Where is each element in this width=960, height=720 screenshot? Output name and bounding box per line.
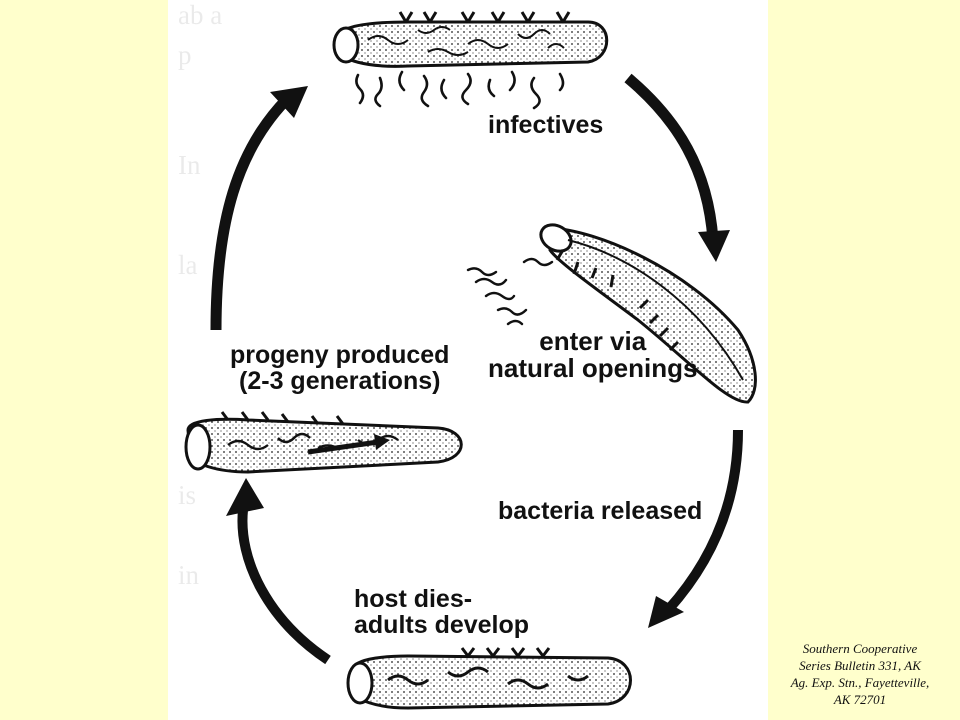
- left-larva: [184, 411, 463, 474]
- label-progeny-produced: progeny produced (2-3 generations): [230, 342, 449, 395]
- arrow-to-progeny: [226, 478, 331, 665]
- citation-line1: Southern Cooperative: [802, 641, 918, 656]
- label-host-line1: host dies-: [354, 585, 473, 613]
- citation-line2: Series Bulletin 331, AK: [799, 658, 921, 673]
- bleed-through-text: ab a: [178, 0, 223, 30]
- label-host-dies: host dies- adults develop: [354, 586, 529, 639]
- label-host-line2: adults develop: [354, 611, 530, 640]
- right-larva: [466, 223, 757, 404]
- bleed-through-text: In: [178, 150, 201, 180]
- label-enter-line2: natural openings: [488, 353, 698, 384]
- lifecycle-drawing: [184, 11, 757, 710]
- arrow-to-enter: [624, 73, 730, 262]
- bleed-through-text: p: [178, 40, 192, 70]
- label-enter-via-openings: enter via natural openings: [488, 326, 698, 384]
- bleed-through-text: in: [178, 560, 200, 590]
- source-citation: Southern Cooperative Series Bulletin 331…: [770, 640, 950, 708]
- label-enter-line1: enter via: [539, 326, 647, 356]
- citation-line4: AK 72701: [833, 692, 887, 707]
- arrow-to-infectives: [210, 86, 308, 331]
- citation-line3: Ag. Exp. Stn., Fayetteville,: [790, 675, 930, 690]
- bottom-larva: [346, 647, 632, 710]
- arrow-to-host-dies: [648, 429, 743, 628]
- label-infectives: infectives: [488, 111, 604, 139]
- bleed-through-text: is: [178, 480, 197, 510]
- bleed-through-text: la: [178, 250, 198, 280]
- lifecycle-figure: ab a p In la is in: [168, 0, 768, 720]
- label-progeny-line2: (2-3 generations): [239, 367, 441, 396]
- top-larva: [332, 11, 609, 110]
- label-bacteria-released: bacteria released: [498, 497, 703, 525]
- label-progeny-line1: progeny produced: [230, 341, 450, 369]
